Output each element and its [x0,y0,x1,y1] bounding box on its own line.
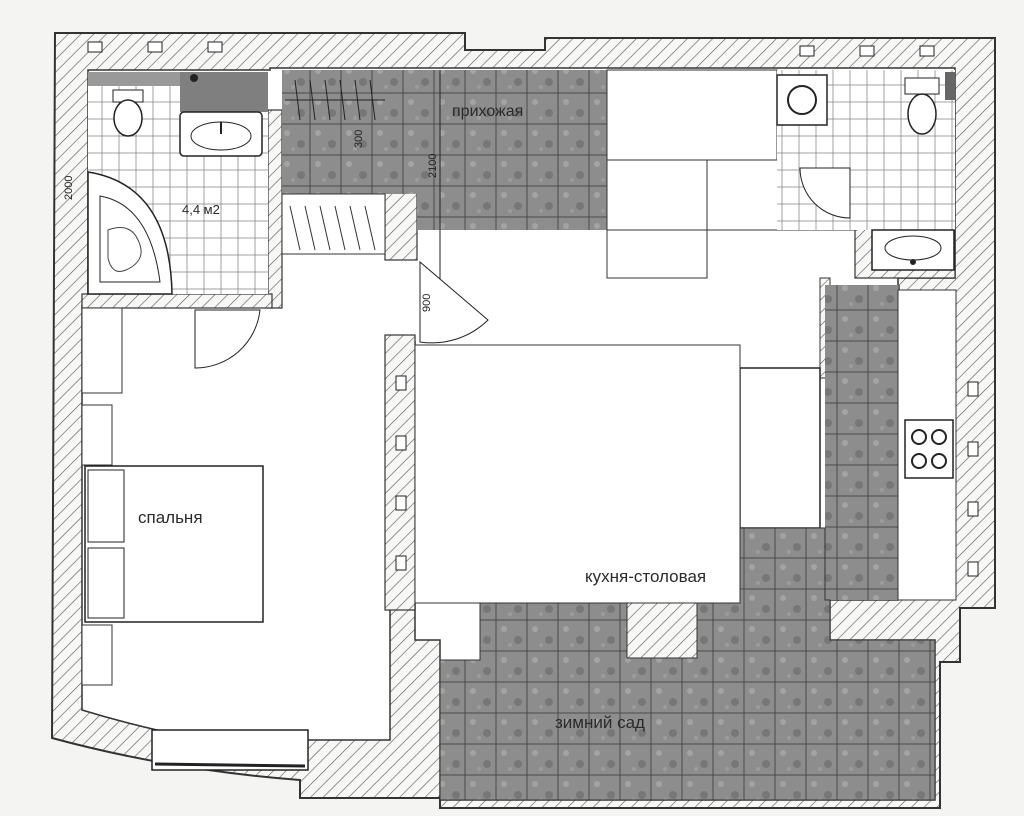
bedroom-label: спальня [138,508,203,527]
bath-height-dimension: 2000 [63,176,75,200]
stove-icon [904,419,954,479]
bar-counter [739,367,821,529]
kitchen-tile-strip [825,285,900,600]
hallway-closet [281,193,386,255]
bath-bottom-wall [81,293,273,309]
hallway-label: прихожая [452,103,523,120]
kitchen-door-icon [419,260,489,344]
wardrobe [81,307,123,394]
garden-column [626,602,698,659]
nightstand [81,624,113,686]
winter-garden-label: зимний сад [555,713,645,732]
hall-left-wall [384,189,418,261]
vent-markers [87,41,979,577]
wc-sink-icon [871,229,955,271]
hallway-floor-2 [417,190,607,230]
closet-hangers [289,205,376,251]
garden-kitchen-floor [415,345,740,603]
bathroom-shelf [88,72,180,86]
door-width-dimension: 900 [421,294,433,312]
hall-width-dimension: 2100 [427,154,439,178]
wc-door-icon [799,167,851,219]
kitchen-dining-floor [414,344,741,604]
sink-icon [179,74,263,157]
wc-toilet-icon [904,72,955,135]
kitchen-counter-top [606,159,708,279]
hanger-rack [285,79,385,121]
bed-icon [84,465,264,623]
toilet-icon [112,89,144,137]
bath-right-wall [267,109,283,309]
bedroom-door-icon [194,309,261,369]
nightstand [81,404,113,466]
washing-machine-icon [776,74,828,126]
bathroom-area-label: 4,4 м2 [182,202,220,217]
fridge-block [606,69,778,166]
hallway-floor [282,70,607,194]
bathtub-icon [87,171,173,295]
kitchen-dining-label: кухня-столовая [585,567,706,586]
closet-depth-dimension: 300 [353,130,365,148]
